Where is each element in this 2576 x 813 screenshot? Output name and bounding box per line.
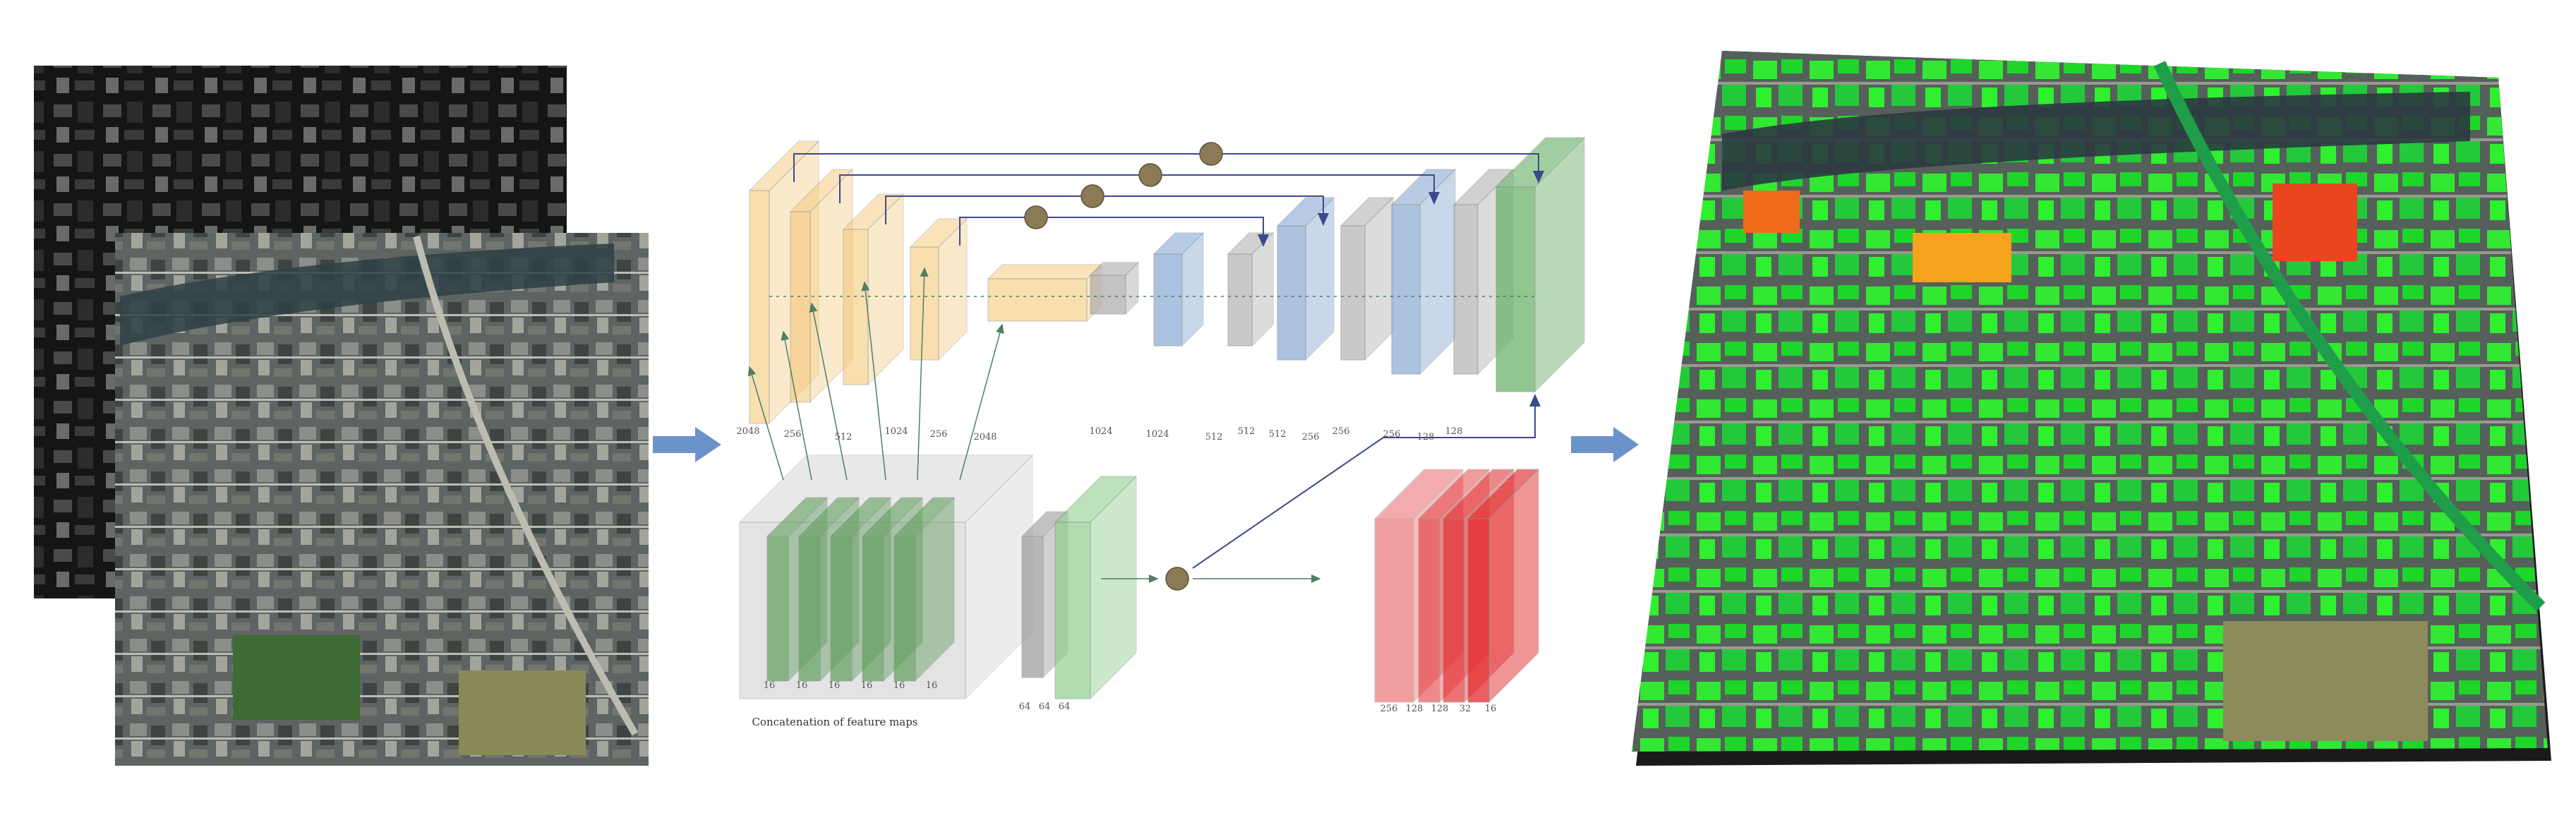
- fusion-sphere: [1165, 567, 1189, 591]
- fusion-slice-1: [798, 536, 821, 682]
- skip-connection-0: [793, 153, 1544, 183]
- skip-connection-3: [959, 217, 1269, 247]
- fusion-label-3: 16: [861, 680, 873, 691]
- input-panel: [34, 66, 649, 766]
- mid-label-2: 64: [1059, 701, 1071, 712]
- pool-sphere-0: [1199, 142, 1223, 166]
- fusion-link-1: [781, 330, 812, 481]
- pool-sphere-2: [1081, 184, 1105, 208]
- dsm-label-3: 32: [1459, 704, 1471, 714]
- top-label-7: 1024: [1145, 429, 1169, 440]
- dsm-block-0: [1374, 518, 1414, 703]
- encoder-block-1: [790, 211, 811, 403]
- encoder-block-2: [843, 229, 869, 385]
- rail-overlay: [413, 235, 639, 736]
- hot-building-2: [1913, 233, 2011, 282]
- fusion-slice-0: [766, 536, 789, 682]
- dsm-label-0: 256: [1380, 704, 1398, 714]
- fusion-caption: Concatenation of feature maps: [752, 716, 918, 728]
- skip-connection-2: [885, 195, 1329, 226]
- decoder-block-4: [1391, 204, 1421, 375]
- decoder-block-0: [1153, 253, 1183, 347]
- process-arrow-2: [1571, 427, 1639, 462]
- dsm-block-1: [1418, 518, 1440, 703]
- decoder-block-3-side: [1364, 197, 1394, 361]
- fusion-link-2: [809, 302, 848, 481]
- decoder-block-5: [1453, 204, 1479, 375]
- process-arrow-1: [653, 427, 721, 462]
- mid-label-0: 64: [1019, 701, 1031, 712]
- bridge-block: [1090, 275, 1126, 315]
- top-label-8: 512: [1205, 432, 1223, 442]
- dsm-label-1: 128: [1406, 704, 1424, 714]
- dsm-block-0-top: [1374, 469, 1464, 519]
- decoder-block-4-side: [1419, 169, 1456, 375]
- encoder-block-4: [987, 278, 1088, 322]
- field-patch: [459, 670, 586, 755]
- top-label-15: 128: [1445, 426, 1463, 437]
- dsm-block-2: [1443, 518, 1465, 703]
- skip-connection-1: [839, 174, 1440, 205]
- encoder-block-4-top: [987, 264, 1102, 279]
- top-label-11: 256: [1302, 432, 1320, 442]
- park-patch: [233, 635, 360, 720]
- top-label-14: 128: [1417, 432, 1435, 442]
- model-river: [1722, 92, 2470, 191]
- dsm-block-3: [1467, 518, 1490, 703]
- mid-green-block: [1054, 522, 1091, 699]
- pool-sphere-1: [1138, 163, 1162, 187]
- top-label-12: 256: [1332, 426, 1350, 437]
- top-label-10: 512: [1269, 429, 1287, 440]
- fusion-slice-3: [862, 536, 884, 682]
- decoder-block-1: [1227, 253, 1253, 347]
- fusion-label-4: 16: [893, 680, 905, 691]
- mid-gray-slice: [1021, 536, 1044, 678]
- fusion-slice-2: [830, 536, 853, 682]
- network-diagram: 2048 256 512 1024 256 2048 1024 1024 512 512 512 25…: [736, 137, 1585, 728]
- fusion-link-3: [861, 281, 886, 481]
- mid-label-1: 64: [1039, 701, 1051, 712]
- fusion-slice-4: [893, 536, 916, 682]
- decoder-block-3: [1340, 225, 1366, 361]
- top-label-2: 512: [835, 432, 853, 442]
- top-label-3: 1024: [884, 426, 908, 437]
- fusion-label-5: 16: [926, 680, 938, 691]
- output-3d-model: [1632, 51, 2551, 766]
- top-label-9: 512: [1238, 426, 1256, 437]
- fusion-link-5: [959, 323, 1004, 481]
- decoder-block-6: [1495, 186, 1536, 392]
- pool-sphere-3: [1024, 205, 1048, 229]
- hot-building-3: [2273, 183, 2357, 261]
- dsm-label-4: 16: [1485, 704, 1497, 714]
- fusion-label-0: 16: [764, 680, 776, 691]
- fusion-label-2: 16: [829, 680, 841, 691]
- top-label-1: 256: [784, 429, 802, 440]
- fusion-to-output: [1192, 394, 1541, 569]
- model-rail: [2153, 61, 2546, 612]
- encoder-block-0: [749, 190, 770, 424]
- top-label-6: 1024: [1089, 426, 1112, 437]
- fusion-link-0: [747, 366, 784, 481]
- hot-building-1: [1743, 191, 1800, 233]
- top-label-0: 2048: [736, 426, 759, 437]
- fusion-link-4: [917, 267, 929, 481]
- dsm-label-2: 128: [1431, 704, 1449, 714]
- top-label-5: 2048: [973, 432, 997, 442]
- model-field: [2223, 621, 2428, 741]
- fusion-label-1: 16: [796, 680, 808, 691]
- top-label-13: 256: [1383, 429, 1401, 440]
- top-label-4: 256: [930, 429, 948, 440]
- river-overlay: [120, 243, 614, 346]
- decoder-block-2-side: [1305, 197, 1335, 361]
- encoder-block-3: [910, 246, 939, 361]
- decoder-block-2: [1277, 225, 1306, 361]
